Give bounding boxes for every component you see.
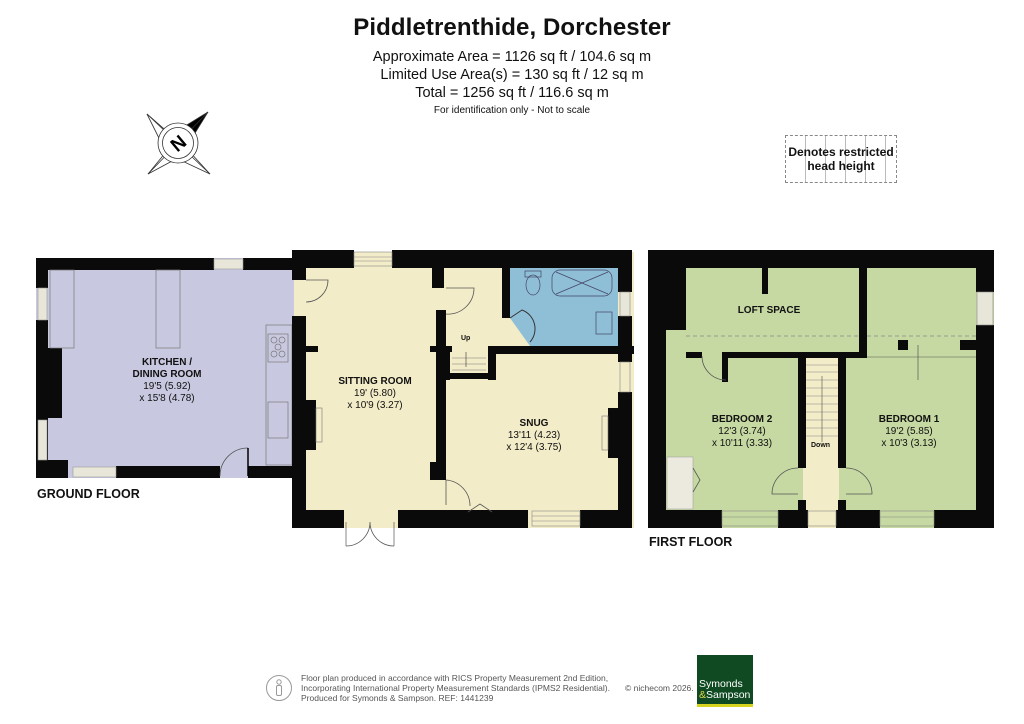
stairs-up-label: Up xyxy=(461,335,471,342)
bathroom xyxy=(510,268,618,346)
room-label-sitting-room: SITTING ROOM 19' (5.80) x 10'9 (3.27) xyxy=(338,376,412,411)
room-label-bedroom-1: BEDROOM 1 19'2 (5.85) x 10'3 (3.13) xyxy=(878,414,940,449)
ground-floor-walls xyxy=(292,250,634,528)
cupboard xyxy=(666,456,694,510)
approximate-area: Approximate Area = 1126 sq ft / 104.6 sq… xyxy=(372,49,652,65)
first-floor-label: FIRST FLOOR xyxy=(649,535,733,549)
symonds-sampson-logo: Symonds &Sampson xyxy=(697,655,753,707)
landing xyxy=(803,355,839,528)
total-area: Total = 1256 sq ft / 116.6 sq m xyxy=(415,85,609,101)
first-floor-walls xyxy=(648,250,994,528)
limited-use-area: Limited Use Area(s) = 130 sq ft / 12 sq … xyxy=(380,67,644,83)
room-label-snug: SNUG 13'11 (4.23) x 12'4 (3.75) xyxy=(506,418,562,453)
legend-line-1: Denotes restricted xyxy=(788,145,894,159)
room-label-bedroom-2: BEDROOM 2 12'3 (3.74) x 10'11 (3.33) xyxy=(711,414,773,449)
kitchen-dining-room xyxy=(36,258,296,478)
staircase xyxy=(806,364,838,442)
person-measurement-icon xyxy=(266,675,292,701)
compass-north-icon: N xyxy=(146,111,211,175)
stairs-down-label: Down xyxy=(811,442,831,449)
legend-line-2: head height xyxy=(807,159,875,173)
footer-disclaimer: Floor plan produced in accordance with R… xyxy=(301,673,610,703)
restricted-height-legend: Denotes restricted head height xyxy=(785,135,897,183)
scale-disclaimer: For identification only - Not to scale xyxy=(433,105,591,116)
copyright-notice: © nichecom 2026. xyxy=(625,683,694,693)
room-label-kitchen: KITCHEN / DINING ROOM 19'5 (5.92) x 15'8… xyxy=(132,357,202,404)
ground-floor-label: GROUND FLOOR xyxy=(37,487,140,501)
page-title: Piddletrenthide, Dorchester xyxy=(353,14,671,41)
room-label-loft-space: LOFT SPACE xyxy=(737,305,801,316)
